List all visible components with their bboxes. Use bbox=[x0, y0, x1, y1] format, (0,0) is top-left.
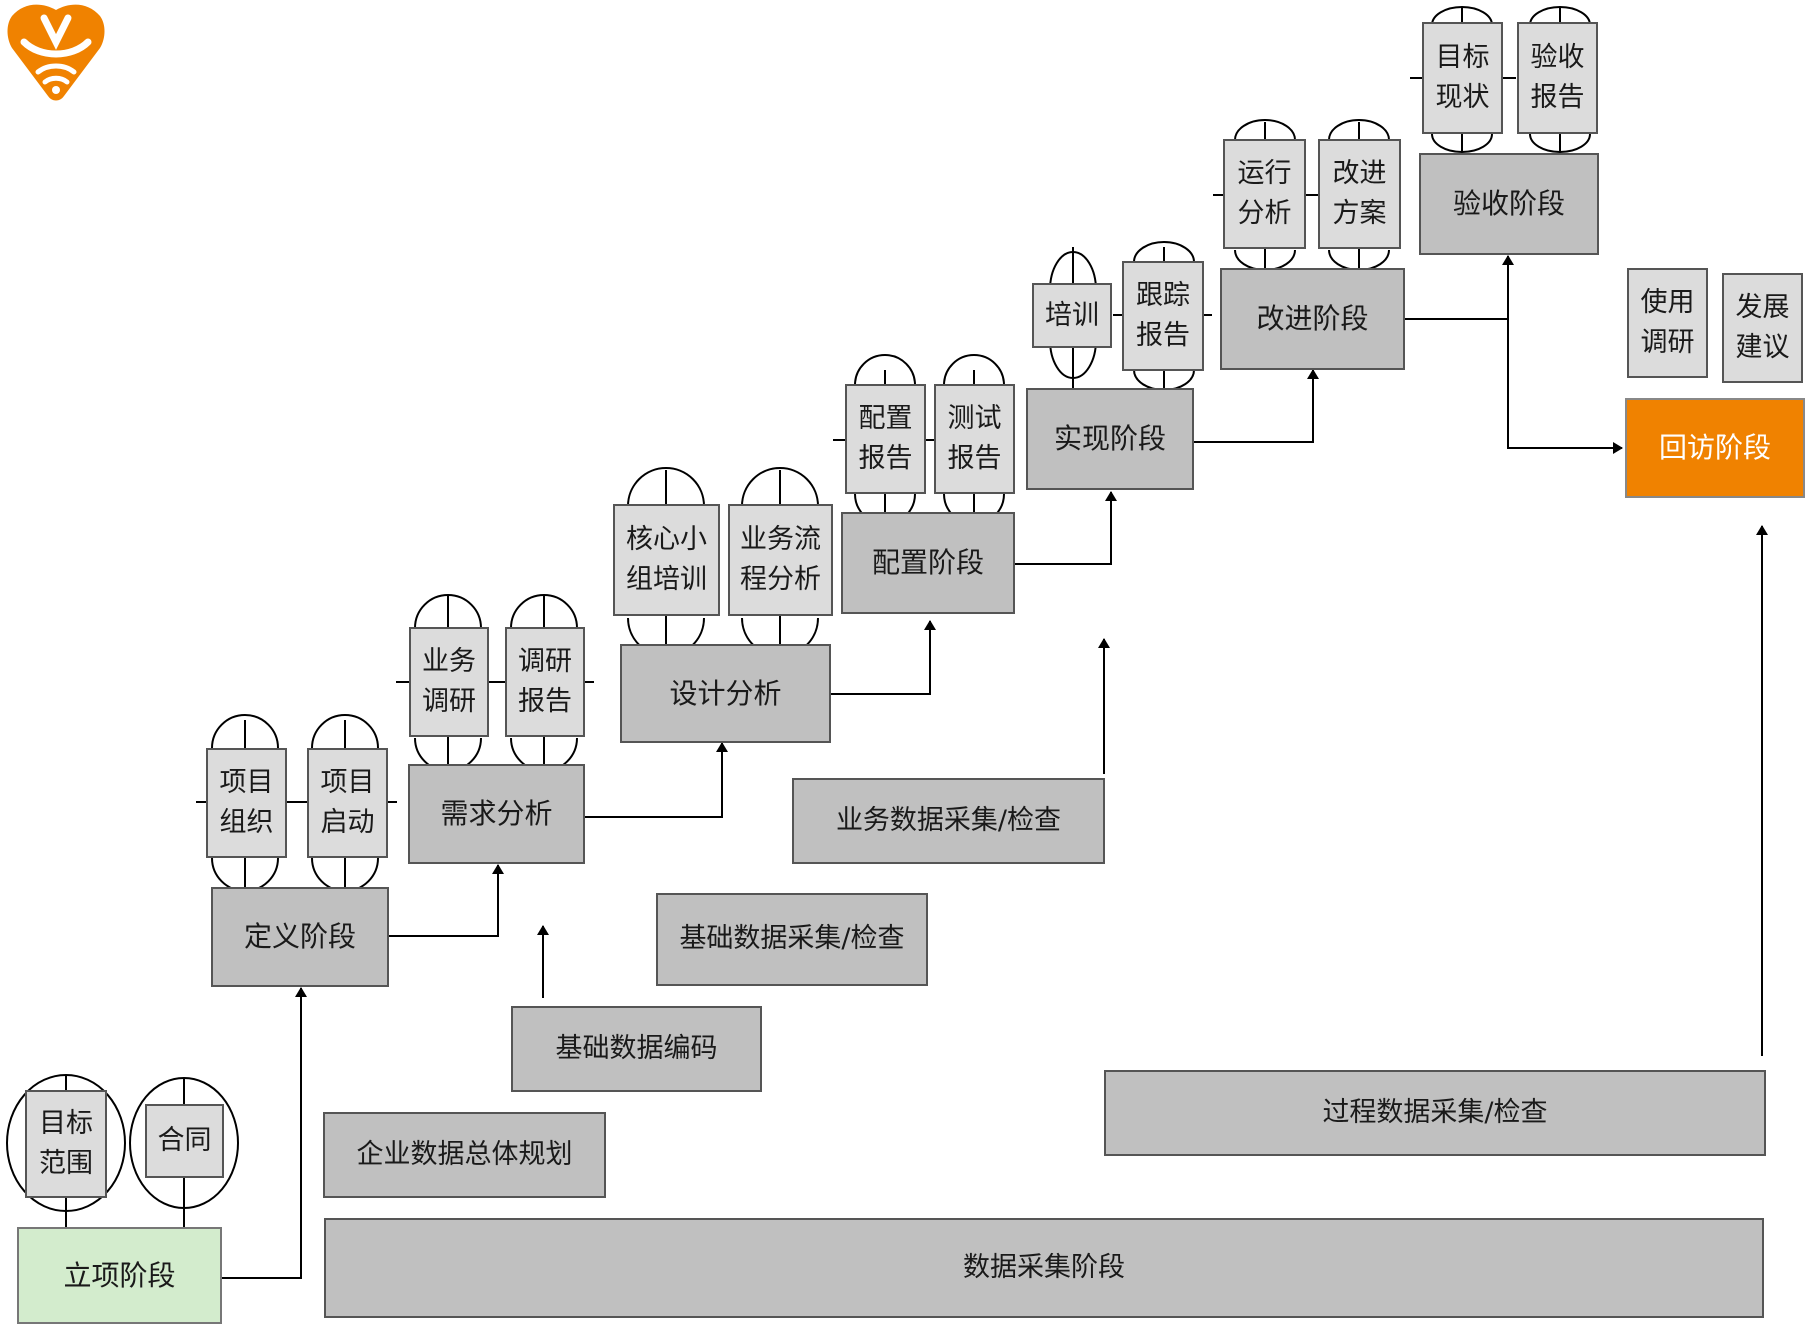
deliverable-genzong-baogao: 跟踪 报告 bbox=[1122, 261, 1204, 371]
deliverable-text: 跟踪 报告 bbox=[1136, 280, 1190, 351]
task-yewu-caiji: 业务数据采集/检查 bbox=[792, 778, 1105, 864]
deliverable-peixun: 培训 bbox=[1032, 283, 1112, 348]
deliverable-text: 项目 组织 bbox=[219, 767, 274, 838]
arrow-gaijin-to-yanshou bbox=[1404, 255, 1514, 320]
arrow-shixian-to-gaijin bbox=[1193, 369, 1319, 443]
deliverable-hetong: 合同 bbox=[145, 1104, 224, 1178]
task-guocheng-caiji: 过程数据采集/检查 bbox=[1104, 1070, 1766, 1156]
deliverable-text: 验收 报告 bbox=[1530, 42, 1585, 113]
stage-shixian: 实现阶段 bbox=[1026, 388, 1194, 490]
deliverable-text: 目标 范围 bbox=[39, 1108, 93, 1179]
deliverable-xiangmu-zuzhi: 项目 组织 bbox=[206, 748, 287, 858]
stage-huifang: 回访阶段 bbox=[1625, 398, 1805, 498]
task-zongti-guihua: 企业数据总体规划 bbox=[323, 1112, 606, 1198]
arrow-lixiang-to-dingyi bbox=[221, 987, 307, 1279]
deliverable-diaoyan-baogao: 调研 报告 bbox=[505, 627, 585, 737]
deliverable-text: 发展 建议 bbox=[1735, 292, 1790, 363]
stage-lixiang: 立项阶段 bbox=[17, 1227, 222, 1324]
deliverable-mubiao-xianzhuang: 目标 现状 bbox=[1422, 22, 1503, 134]
deliverable-text: 培训 bbox=[1045, 299, 1099, 331]
deliverable-text: 使用 调研 bbox=[1640, 287, 1695, 358]
stage-yanshou: 验收阶段 bbox=[1419, 153, 1599, 255]
task-caiji-jieduan: 数据采集阶段 bbox=[324, 1218, 1764, 1318]
stage-peizhi: 配置阶段 bbox=[841, 512, 1015, 614]
deliverable-text: 配置 报告 bbox=[858, 403, 913, 474]
deliverable-yanshou-baogao: 验收 报告 bbox=[1517, 22, 1598, 134]
deliverable-text: 运行 分析 bbox=[1237, 158, 1292, 229]
deliverable-yunxing-fenxi: 运行 分析 bbox=[1223, 139, 1306, 249]
deliverable-yewu-diaoyan: 业务 调研 bbox=[409, 627, 489, 737]
stage-sheji: 设计分析 bbox=[620, 644, 831, 743]
stage-gaijin: 改进阶段 bbox=[1220, 268, 1405, 370]
stage-dingyi: 定义阶段 bbox=[211, 887, 389, 987]
arrow-sheji-to-peizhi bbox=[830, 620, 936, 695]
deliverable-fazhan-jianyi: 发展 建议 bbox=[1722, 273, 1803, 383]
deliverable-text: 调研 报告 bbox=[518, 646, 572, 717]
deliverable-yewu-liucheng: 业务流 程分析 bbox=[728, 504, 833, 616]
deliverable-text: 核心小 组培训 bbox=[626, 524, 707, 595]
arrow-dingyi-to-xuqiu bbox=[388, 864, 504, 937]
deliverable-text: 业务 调研 bbox=[422, 646, 476, 717]
arrow-to-huifang bbox=[1507, 319, 1623, 454]
deliverable-text: 业务流 程分析 bbox=[740, 524, 821, 595]
deliverable-text: 目标 现状 bbox=[1435, 42, 1490, 113]
task-jichu-caiji: 基础数据采集/检查 bbox=[656, 893, 928, 986]
deliverable-hexin-peixun: 核心小 组培训 bbox=[613, 504, 720, 616]
deliverable-ceshi-baogao: 测试 报告 bbox=[934, 384, 1015, 494]
deliverable-gaijin-fangan: 改进 方案 bbox=[1318, 139, 1401, 249]
deliverable-peizhi-baogao: 配置 报告 bbox=[845, 384, 926, 494]
arrow-peizhi-to-shixian bbox=[1014, 491, 1117, 565]
deliverable-text: 项目 启动 bbox=[320, 767, 375, 838]
deliverable-xiangmu-qidong: 项目 启动 bbox=[307, 748, 388, 858]
deliverable-mubiao-fanwei: 目标 范围 bbox=[25, 1090, 107, 1198]
brand-logo-icon bbox=[7, 4, 105, 101]
task-jichu-bianma: 基础数据编码 bbox=[511, 1006, 762, 1092]
deliverable-shiyong-diaoyan: 使用 调研 bbox=[1627, 268, 1708, 378]
stage-xuqiu: 需求分析 bbox=[408, 764, 585, 864]
deliverable-text: 合同 bbox=[157, 1125, 212, 1156]
deliverable-text: 改进 方案 bbox=[1332, 158, 1387, 229]
arrow-xuqiu-to-sheji bbox=[584, 742, 728, 818]
deliverable-text: 测试 报告 bbox=[947, 403, 1002, 474]
